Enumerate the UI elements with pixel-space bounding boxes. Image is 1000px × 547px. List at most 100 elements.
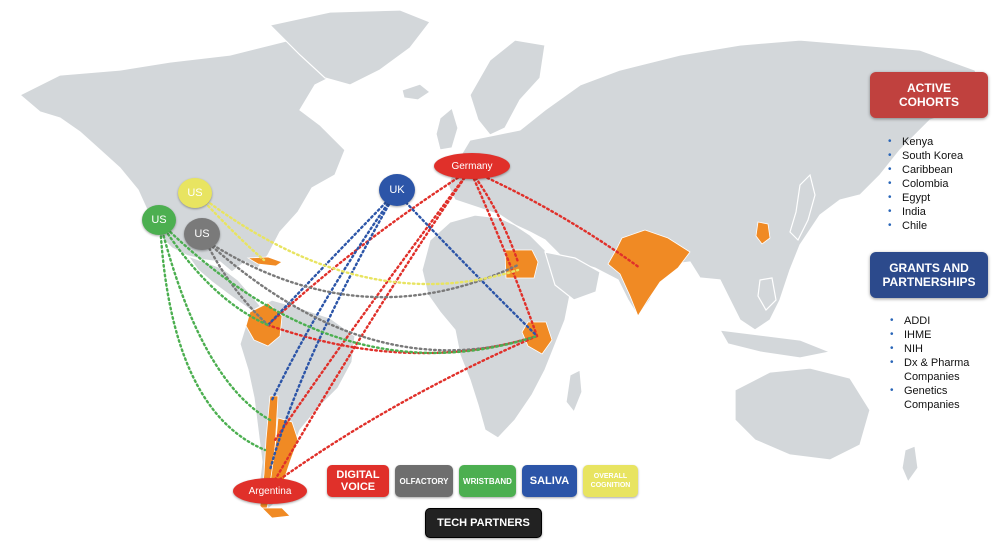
route-germany-chile [273, 168, 472, 442]
caribbean-highlight [246, 256, 283, 267]
germany-node-label: Germany [451, 160, 493, 172]
route-us-egypt-yellow [193, 190, 520, 286]
grant-label: IHME [904, 329, 932, 341]
cohort-label: Egypt [902, 192, 931, 204]
grant-label: Companies [904, 371, 960, 383]
bullet-icon: • [890, 385, 894, 396]
active-cohorts-title-line2: COHORTS [899, 95, 959, 109]
list-item: • India [888, 205, 963, 219]
bullet-icon: • [888, 206, 892, 217]
philippines-landmass [757, 277, 777, 311]
madagascar-landmass [565, 369, 583, 414]
cohort-label: Chile [902, 220, 928, 232]
us-wristband-node: US [142, 205, 176, 235]
greenland-landmass [268, 9, 431, 86]
route-germany-argentina [270, 168, 472, 487]
us-wristband-node-label: US [151, 214, 167, 226]
bullet-icon: • [888, 178, 892, 189]
bullet-icon: • [890, 357, 894, 368]
legend-digital-voice-line2: VOICE [340, 481, 376, 493]
indonesia-landmass [718, 329, 833, 359]
route-us-argentina-green [158, 220, 267, 452]
legend-olfactory-label: OLFACTORY [399, 476, 449, 486]
list-item: • IHME [890, 328, 969, 342]
eurasia-landmass [447, 39, 986, 331]
list-item: •Chile [888, 219, 963, 233]
legend-overall-cognition: OVERALL COGNITION [583, 465, 638, 497]
route-us-colombia-grey [203, 238, 270, 327]
germany-digital-voice-node: Germany [434, 153, 510, 179]
legend-wristband-label: WRISTBAND [463, 476, 512, 486]
india-highlight [607, 229, 691, 317]
us-olfactory-node-label: US [194, 228, 210, 240]
route-us-egypt-grey [203, 238, 520, 299]
grants-list: •ADDI •IHME •NIH •Dx & Pharma Companies … [890, 314, 969, 412]
grant-label: Companies [904, 399, 960, 411]
wristband-routes [158, 220, 539, 452]
route-us-chile-green [158, 220, 272, 422]
route-germany-kenya [468, 168, 539, 338]
active-cohorts-header: ACTIVE COHORTS [870, 72, 988, 118]
grants-title-line2: PARTNERSHIPS [882, 275, 976, 289]
route-germany-india [468, 168, 642, 270]
active-cohorts-list: •Kenya •South Korea •Caribbean •Colombia… [888, 135, 963, 233]
route-uk-kenya [394, 190, 539, 338]
legend-digital-voice-line1: DIGITAL [336, 469, 380, 481]
list-item: • Egypt [888, 191, 963, 205]
legend-overall-line2: COGNITION [590, 482, 631, 489]
list-item: •South Korea [888, 149, 963, 163]
legend-overall-line1: OVERALL [593, 473, 628, 480]
legend-saliva-label: SALIVA [529, 475, 570, 487]
south-korea-highlight [755, 221, 771, 245]
cohort-label: India [902, 206, 926, 218]
list-item: •Kenya [888, 135, 963, 149]
us-overall-node-label: US [187, 187, 203, 199]
legend-digital-voice: DIGITAL VOICE [327, 465, 389, 497]
uk-landmass [435, 106, 459, 151]
australia-landmass [734, 367, 871, 461]
legend-tech-partners: TECH PARTNERS [425, 508, 542, 538]
arabia-landmass [544, 251, 601, 301]
legend-tech-partners-label: TECH PARTNERS [437, 517, 530, 529]
bullet-icon: • [890, 343, 894, 354]
grant-label: Dx & Pharma [904, 357, 970, 369]
list-item: Companies [890, 398, 969, 412]
saliva-routes [266, 190, 539, 472]
route-uk-chile [270, 190, 398, 402]
list-item: • Colombia [888, 177, 963, 191]
list-item: • Genetics [890, 384, 969, 398]
list-item: •ADDI [890, 314, 969, 328]
grants-title-line1: GRANTS AND [889, 261, 969, 275]
cohort-label: South Korea [902, 150, 964, 162]
bullet-icon: • [888, 164, 892, 175]
legend-olfactory: OLFACTORY [395, 465, 453, 497]
list-item: Companies [890, 370, 969, 384]
cohort-label: Colombia [902, 178, 949, 190]
colombia-highlight [245, 302, 283, 347]
list-item: • NIH [890, 342, 969, 356]
us-overall-cognition-node: US [178, 178, 212, 208]
argentina-digital-voice-node: Argentina [233, 478, 307, 504]
bullet-icon: • [888, 192, 892, 203]
route-us-kenya-green [158, 220, 539, 355]
bullet-icon: • [890, 329, 894, 340]
scandinavia-landmass [469, 39, 546, 136]
legend-saliva: SALIVA [522, 465, 577, 497]
us-olfactory-node: US [184, 218, 220, 250]
bullet-icon: • [888, 136, 892, 147]
new-zealand-landmass [901, 445, 919, 484]
japan-landmass [789, 173, 816, 242]
uk-node-label: UK [389, 184, 405, 196]
legend-wristband: WRISTBAND [459, 465, 516, 497]
grant-label: Genetics [904, 385, 948, 397]
uk-saliva-node: UK [379, 174, 415, 206]
active-cohorts-title-line1: ACTIVE [906, 81, 951, 95]
tierra-del-fuego-highlight [261, 507, 291, 519]
route-us-colombia-green [158, 220, 270, 327]
list-item: • Caribbean [888, 163, 963, 177]
cohort-label: Caribbean [902, 164, 953, 176]
grant-label: NIH [904, 343, 923, 355]
route-uk-argentina [268, 190, 398, 472]
bullet-icon: • [890, 315, 894, 326]
